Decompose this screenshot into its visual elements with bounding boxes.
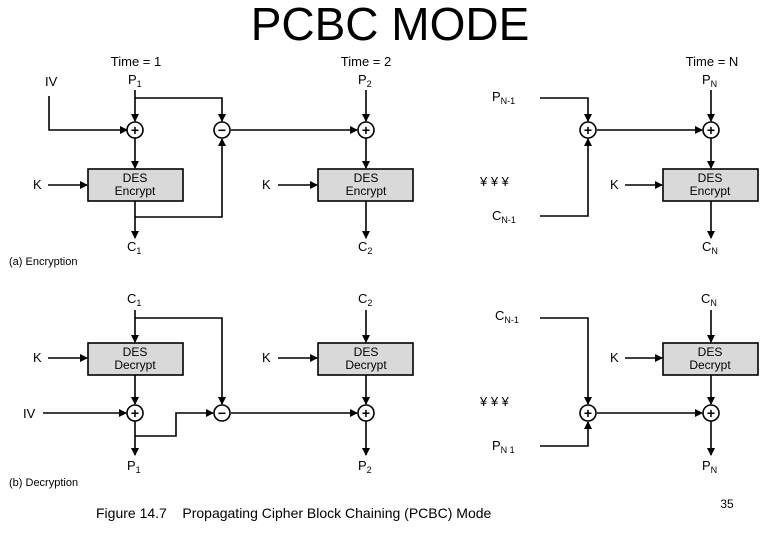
- des-encrypt-box-n-line1: DES: [698, 171, 723, 185]
- des-decrypt-box-1-line1: DES: [123, 345, 148, 359]
- encryption-part-label: (a) Encryption: [9, 256, 77, 268]
- ciphertext-label-c1: C1: [127, 239, 141, 256]
- des-decrypt-box-1-line2: Decrypt: [114, 358, 156, 372]
- xor-symbol: +: [362, 122, 370, 138]
- dec-ciphertext-label-cn: CN: [701, 291, 717, 308]
- des-decrypt-box-n-line2: Decrypt: [689, 358, 731, 372]
- key-label-dec-n: K: [610, 350, 619, 365]
- des-encrypt-box-1: [87, 168, 184, 202]
- dec-plaintext-label-p1: P1: [127, 458, 141, 475]
- ellipsis-yen-enc: ¥ ¥ ¥: [479, 174, 510, 189]
- dec-ciphertext-label-cn-1: CN-1: [495, 308, 519, 325]
- xor-symbol: +: [584, 122, 592, 138]
- key-label-dec-2: K: [262, 350, 271, 365]
- subtract-enc-1: [213, 121, 231, 139]
- des-encrypt-box-2-line2: Encrypt: [346, 184, 387, 198]
- encryption-section: IV P1 P2 PN-1 PN K DES Encrypt C1 K DES …: [9, 72, 759, 268]
- plaintext-label-p1: P1: [128, 72, 142, 89]
- dec-iv-label: IV: [23, 406, 36, 421]
- xor-dec-1: [126, 404, 144, 422]
- plaintext-label-pn: PN: [702, 72, 717, 89]
- xor-enc-n: [702, 121, 720, 139]
- subtract-dec-1: [213, 404, 231, 422]
- key-label-enc-1: K: [33, 177, 42, 192]
- xor-symbol: +: [362, 405, 370, 421]
- ellipsis-yen-dec: ¥ ¥ ¥: [479, 394, 510, 409]
- plaintext-label-p2: P2: [358, 72, 372, 89]
- time-label-n: Time = N: [686, 54, 739, 69]
- key-label-dec-1: K: [33, 350, 42, 365]
- dec-ciphertext-label-c1: C1: [127, 291, 141, 308]
- minus-symbol: −: [218, 122, 226, 138]
- des-encrypt-box-2-line1: DES: [354, 171, 379, 185]
- ciphertext-label-c2: C2: [358, 239, 372, 256]
- xor-dec-2: [357, 404, 375, 422]
- des-encrypt-box-1-line2: Encrypt: [115, 184, 156, 198]
- plaintext-label-pn-1: PN-1: [492, 89, 515, 106]
- figure-caption: Figure 14.7 Propagating Cipher Block Cha…: [96, 505, 492, 521]
- xor-symbol: +: [584, 405, 592, 421]
- time-label-1: Time = 1: [111, 54, 161, 69]
- time-label-2: Time = 2: [341, 54, 391, 69]
- decryption-section: C1 C2 CN-1 CN K DES Decrypt IV P1 K DES …: [9, 291, 759, 489]
- slide-title: PCBC MODE: [251, 0, 530, 50]
- xor-dec-n: [702, 404, 720, 422]
- xor-dec-n-minus-1: [579, 404, 597, 422]
- xor-enc-n-minus-1: [579, 121, 597, 139]
- decryption-part-label: (b) Decryption: [9, 477, 78, 489]
- minus-symbol: −: [218, 405, 226, 421]
- des-decrypt-box-2-line2: Decrypt: [345, 358, 387, 372]
- ciphertext-label-cn-1: CN-1: [492, 208, 516, 225]
- dec-plaintext-label-pn-1: PN 1: [492, 438, 515, 455]
- xor-symbol: +: [707, 122, 715, 138]
- dec-plaintext-label-pn: PN: [702, 458, 717, 475]
- xor-enc-2: [357, 121, 375, 139]
- xor-enc-1: [126, 121, 144, 139]
- iv-label: IV: [45, 74, 58, 89]
- xor-symbol: +: [707, 405, 715, 421]
- key-label-enc-n: K: [610, 177, 619, 192]
- dec-ciphertext-label-c2: C2: [358, 291, 372, 308]
- des-encrypt-box-1-line1: DES: [123, 171, 148, 185]
- page-number: 35: [720, 497, 734, 511]
- ciphertext-label-cn: CN: [702, 239, 718, 256]
- xor-symbol: +: [131, 405, 139, 421]
- des-encrypt-box-n-line2: Encrypt: [690, 184, 731, 198]
- dec-plaintext-label-p2: P2: [358, 458, 372, 475]
- key-label-enc-2: K: [262, 177, 271, 192]
- des-decrypt-box-2-line1: DES: [354, 345, 379, 359]
- des-decrypt-box-n-line1: DES: [698, 345, 723, 359]
- des-decrypt-box-1: [87, 342, 184, 376]
- xor-symbol: +: [131, 122, 139, 138]
